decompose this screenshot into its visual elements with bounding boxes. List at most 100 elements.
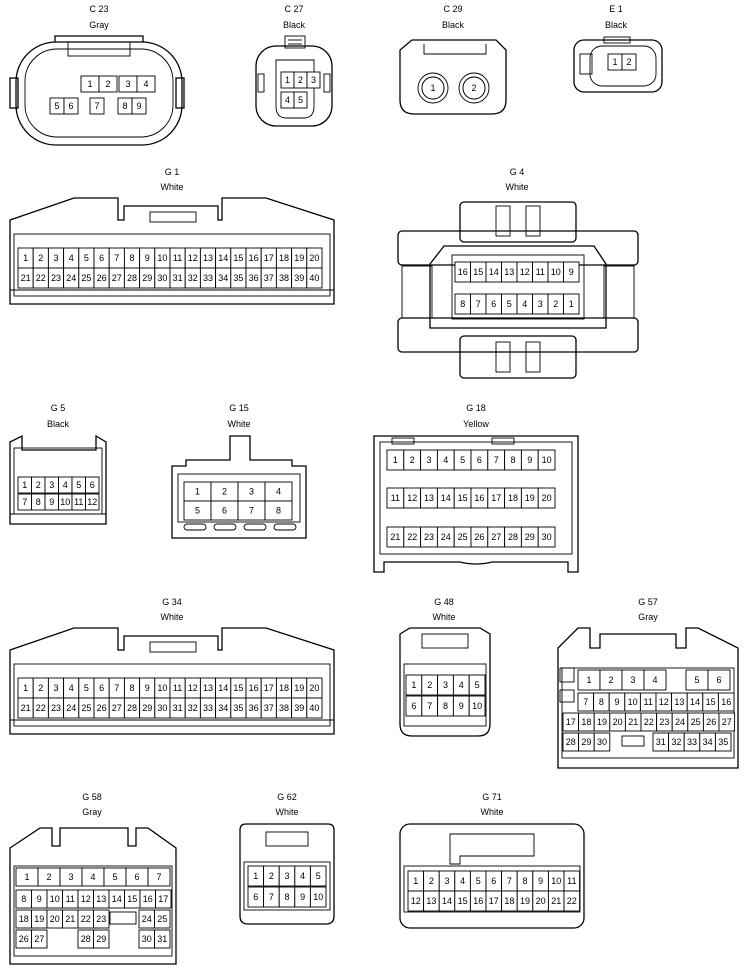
pin-number: 29 xyxy=(142,703,152,713)
connector-c23-color: Gray xyxy=(89,20,109,30)
pin-number: 7 xyxy=(114,253,119,263)
pin-cell xyxy=(563,261,580,283)
pin-number: 15 xyxy=(233,253,243,263)
pin-number: 24 xyxy=(66,273,76,283)
pin-number: 6 xyxy=(716,675,721,685)
pin-number: 18 xyxy=(279,683,289,693)
pin-number: 6 xyxy=(134,872,139,882)
pin-cell xyxy=(306,697,323,719)
connector-g1-color: White xyxy=(160,182,183,192)
pin-number: 7 xyxy=(476,299,481,309)
pin-number: 17 xyxy=(264,683,274,693)
pin-number: 1 xyxy=(253,871,258,881)
connector-g15-color: White xyxy=(227,419,250,429)
pin-number: 26 xyxy=(97,273,107,283)
pin-number: 5 xyxy=(298,95,303,105)
pin-number: 3 xyxy=(49,480,54,490)
pin-number: 25 xyxy=(81,703,91,713)
pin-number: 8 xyxy=(21,894,26,904)
pin-number: 7 xyxy=(494,455,499,465)
pin-number: 19 xyxy=(597,717,607,727)
pin-cell xyxy=(707,669,731,691)
pin-number: 20 xyxy=(309,253,319,263)
connector-g4-name: G 4 xyxy=(510,167,525,177)
pin-number: 12 xyxy=(520,267,530,277)
pin-number: 16 xyxy=(143,894,153,904)
pin-number: 23 xyxy=(659,717,669,727)
pin-cell xyxy=(89,97,105,115)
pin-cell xyxy=(131,97,147,115)
pin-number: 10 xyxy=(60,497,70,507)
pin-number: 2 xyxy=(36,480,41,490)
pin-number: 8 xyxy=(129,683,134,693)
pin-number: 5 xyxy=(694,675,699,685)
pin-number: 13 xyxy=(674,697,684,707)
pin-number: 9 xyxy=(459,701,464,711)
pin-number: 28 xyxy=(508,532,518,542)
connector-g34-color: White xyxy=(160,612,183,622)
pin-number: 6 xyxy=(99,683,104,693)
pin-number: 5 xyxy=(84,683,89,693)
pin-number: 14 xyxy=(441,493,451,503)
pin-number: 21 xyxy=(65,914,75,924)
pin-number: 14 xyxy=(690,697,700,707)
pin-number: 14 xyxy=(112,894,122,904)
pin-number: 9 xyxy=(538,876,543,886)
pin-number: 3 xyxy=(443,680,448,690)
pin-number: 12 xyxy=(659,697,669,707)
pin-number: 7 xyxy=(427,701,432,711)
pin-number: 5 xyxy=(195,506,200,516)
pin-number: 14 xyxy=(442,896,452,906)
pin-cell xyxy=(621,53,637,71)
pin-number: 9 xyxy=(527,455,532,465)
pin-number: 20 xyxy=(542,493,552,503)
pin-number: 7 xyxy=(22,497,27,507)
pin-number: 4 xyxy=(300,871,305,881)
pin-cell xyxy=(718,712,736,732)
pin-number: 4 xyxy=(69,683,74,693)
pin-number: 10 xyxy=(472,701,482,711)
pin-number: 6 xyxy=(99,253,104,263)
pin-number: 22 xyxy=(81,914,91,924)
connector-g4-body xyxy=(397,201,639,379)
pin-number: 7 xyxy=(114,683,119,693)
pin-number: 27 xyxy=(34,934,44,944)
pin-cell xyxy=(306,267,323,289)
pin-number: 35 xyxy=(233,703,243,713)
connector-bodies xyxy=(9,35,739,965)
pin-number: 4 xyxy=(652,675,657,685)
pin-number: 2 xyxy=(105,79,110,89)
pin-number: 9 xyxy=(49,497,54,507)
pin-number: 2 xyxy=(471,83,476,93)
pin-number: 6 xyxy=(90,480,95,490)
pin-number: 15 xyxy=(233,683,243,693)
pin-number: 29 xyxy=(142,273,152,283)
pin-number: 31 xyxy=(157,934,167,944)
pin-number: 4 xyxy=(460,876,465,886)
pin-number: 30 xyxy=(142,934,152,944)
pin-cell xyxy=(93,909,110,929)
pin-number: 2 xyxy=(298,75,303,85)
pin-number: 10 xyxy=(628,697,638,707)
pin-cell xyxy=(468,695,486,717)
pin-number: 38 xyxy=(279,703,289,713)
connector-e1-color: Black xyxy=(605,20,628,30)
pin-number: 2 xyxy=(626,57,631,67)
connector-g5-name: G 5 xyxy=(51,403,66,413)
pin-number: 22 xyxy=(407,532,417,542)
pin-number: 4 xyxy=(459,680,464,690)
pin-number: 9 xyxy=(300,892,305,902)
pin-number: 6 xyxy=(411,701,416,711)
pin-number: 5 xyxy=(112,872,117,882)
pin-number: 10 xyxy=(542,455,552,465)
pin-cell xyxy=(643,669,667,691)
pin-number: 28 xyxy=(127,703,137,713)
pin-number: 2 xyxy=(553,299,558,309)
pin-cell xyxy=(537,449,556,471)
pin-number: 21 xyxy=(628,717,638,727)
pin-number: 1 xyxy=(24,872,29,882)
pin-number: 34 xyxy=(218,703,228,713)
pin-number: 7 xyxy=(507,876,512,886)
connector-g18-name: G 18 xyxy=(466,403,486,413)
pin-number: 31 xyxy=(173,273,183,283)
